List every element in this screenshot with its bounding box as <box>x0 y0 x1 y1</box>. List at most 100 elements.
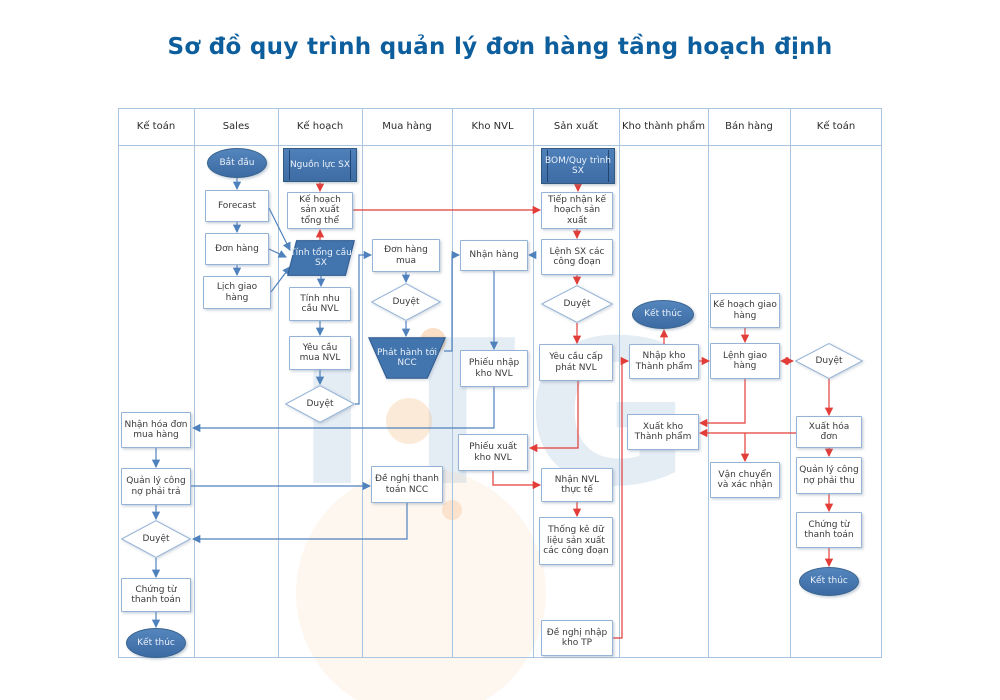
node-van-chuyen-va-xac-nhan: Vận chuyển và xác nhận <box>710 462 780 498</box>
node-lenh-giao-hang: Lệnh giao hàng <box>710 343 780 379</box>
flow-arrow-4 <box>268 207 291 251</box>
node-label: Xuất kho Thành phẩm <box>634 421 692 442</box>
node-don-hang-mua: Đơn hàng mua <box>372 239 440 272</box>
node-label: Duyệt <box>563 298 591 309</box>
flow-arrow-19 <box>191 503 408 544</box>
node-label: Forecast <box>217 200 257 211</box>
node-label: Nhận NVL thực tế <box>554 474 600 495</box>
node-nhan-nvl-thuc-te: Nhận NVL thực tế <box>541 468 613 502</box>
node-nguon-luc-sx: Nguồn lực SX <box>283 148 357 182</box>
node-label: Đơn hàng mua <box>384 245 428 266</box>
node-duyet-ke-toan-phai: Duyệt <box>795 343 863 379</box>
node-don-hang: Đơn hàng <box>205 233 269 265</box>
lane-header-9: Kế toán <box>816 121 856 132</box>
node-label: Duyệt <box>142 533 170 544</box>
node-lich-giao-hang: Lịch giao hàng <box>203 276 271 309</box>
node-label: Nhận hóa đơn mua hàng <box>124 419 188 440</box>
node-quan-ly-cong-no-phai-tra: Quản lý công nợ phải trả <box>121 468 191 505</box>
node-lenh-sx-cac-cong-doan: Lệnh SX các công đoạn <box>541 239 613 275</box>
lane-divider <box>278 108 279 658</box>
node-label: Chứng từ thanh toán <box>131 584 181 605</box>
lane-header-4: Mua hàng <box>382 121 432 132</box>
flow-arrow-6 <box>270 266 291 293</box>
node-label: Kết thúc <box>137 637 175 648</box>
flow-arrow-15 <box>191 387 495 433</box>
node-label: Tính tổng cầu SX <box>290 247 352 268</box>
flow-arrow-5 <box>268 248 287 258</box>
node-bom-quy-trinh-sx: BOM/Quy trình SX <box>541 148 615 184</box>
flow-arrow-13 <box>444 250 461 352</box>
node-label: Nhập kho Thành phẩm <box>635 351 693 372</box>
flow-arrow-30 <box>528 381 579 453</box>
lane-divider <box>790 108 791 658</box>
node-label: Chứng từ thanh toán <box>804 519 854 540</box>
lane-header-1: Kế toán <box>136 121 176 132</box>
node-phat-hanh-toi-ncc: Phát hành tới NCC <box>368 337 446 379</box>
node-yeu-cau-cap-phat-nvl: Yêu cầu cấp phát NVL <box>539 344 613 381</box>
node-label: Nhận hàng <box>469 250 519 261</box>
lane-header-3: Kế hoạch <box>296 121 344 132</box>
node-tinh-tong-cau-sx: Tính tổng cầu SX <box>287 240 355 276</box>
lane-divider <box>452 108 453 658</box>
node-xuat-kho-thanh-pham: Xuất kho Thành phẩm <box>627 414 699 450</box>
node-start-sales: Bắt đầu <box>207 148 267 178</box>
node-phieu-xuat-kho-nvl: Phiếu xuất kho NVL <box>458 434 528 471</box>
node-chung-tu-thanh-toan-trai: Chứng từ thanh toán <box>121 578 191 612</box>
node-duyet-ke-hoach: Duyệt <box>285 385 355 423</box>
node-end-ke-toan-trai: Kết thúc <box>126 628 186 658</box>
lane-header-8: Bán hàng <box>725 121 773 132</box>
predefined-bar <box>608 150 609 182</box>
node-duyet-ke-toan-trai: Duyệt <box>121 520 191 558</box>
swimlane-outline <box>118 108 882 658</box>
node-phieu-nhap-kho-nvl: Phiếu nhập kho NVL <box>460 350 528 387</box>
node-label: Bắt đầu <box>219 157 255 168</box>
node-label: Phát hành tới NCC <box>376 347 438 368</box>
node-label: Duyệt <box>392 296 420 307</box>
node-tinh-nhu-cau-nvl: Tính nhu cầu NVL <box>289 287 351 321</box>
node-xuat-hoa-don: Xuất hóa đơn <box>796 416 862 448</box>
node-chung-tu-thanh-toan-phai: Chứng từ thanh toán <box>796 512 862 548</box>
lane-divider <box>362 108 363 658</box>
watermark-circle <box>296 468 546 700</box>
node-quan-ly-cong-no-phai-thu: Quản lý công nợ phải thu <box>796 457 862 494</box>
node-label: Phiếu xuất kho NVL <box>469 442 517 463</box>
header-divider <box>118 145 882 146</box>
lane-header-6: Sản xuất <box>553 121 599 132</box>
watermark-dot <box>386 398 432 444</box>
node-label: Yêu cầu mua NVL <box>299 342 341 363</box>
node-label: Kế hoạch giao hàng <box>713 300 777 321</box>
node-label: Duyệt <box>306 398 334 409</box>
node-label: Đơn hàng <box>215 243 259 254</box>
node-label: Đề nghị thanh toán NCC <box>374 474 439 495</box>
node-de-nghi-thanh-toan-ncc: Đề nghị thanh toán NCC <box>371 466 443 503</box>
node-yeu-cau-mua-nvl: Yêu cầu mua NVL <box>289 336 351 370</box>
node-ke-hoach-san-xuat-tong-the: Kế hoạch sản xuất tổng thể <box>287 192 353 229</box>
node-label: Phiếu nhập kho NVL <box>468 358 520 379</box>
node-label: Đề nghị nhập kho TP <box>546 627 608 648</box>
node-label: Tính nhu cầu NVL <box>300 293 340 314</box>
node-tiep-nhan-ke-hoach-san-xuat: Tiếp nhận kế hoạch sản xuất <box>541 192 613 229</box>
node-label: BOM/Quy trình SX <box>544 155 611 176</box>
predefined-bar <box>547 150 548 182</box>
node-nhap-kho-thanh-pham: Nhập kho Thành phẩm <box>629 344 699 379</box>
lane-divider <box>708 108 709 658</box>
flow-arrow-39 <box>698 379 746 428</box>
node-end-kho-tp: Kết thúc <box>632 300 694 329</box>
node-duyet-mua-hang: Duyệt <box>371 283 441 321</box>
node-label: Kế hoạch sản xuất tổng thể <box>299 194 341 226</box>
lane-header-7: Kho thành phẩm <box>622 121 705 132</box>
node-label: Lệnh SX các công đoạn <box>549 246 605 267</box>
flow-arrow-31 <box>492 471 542 490</box>
flow-arrow-10 <box>355 250 373 405</box>
node-label: Nguồn lực SX <box>289 159 351 170</box>
node-label: Yêu cầu cấp phát NVL <box>549 352 603 373</box>
node-forecast: Forecast <box>205 190 269 222</box>
node-label: Tiếp nhận kế hoạch sản xuất <box>547 194 607 226</box>
node-label: Vận chuyển và xác nhận <box>717 469 773 490</box>
node-thong-ke-du-lieu-san-xuat: Thống kê dữ liệu sản xuất các công đoạn <box>539 517 613 565</box>
node-label: Duyệt <box>815 355 843 366</box>
